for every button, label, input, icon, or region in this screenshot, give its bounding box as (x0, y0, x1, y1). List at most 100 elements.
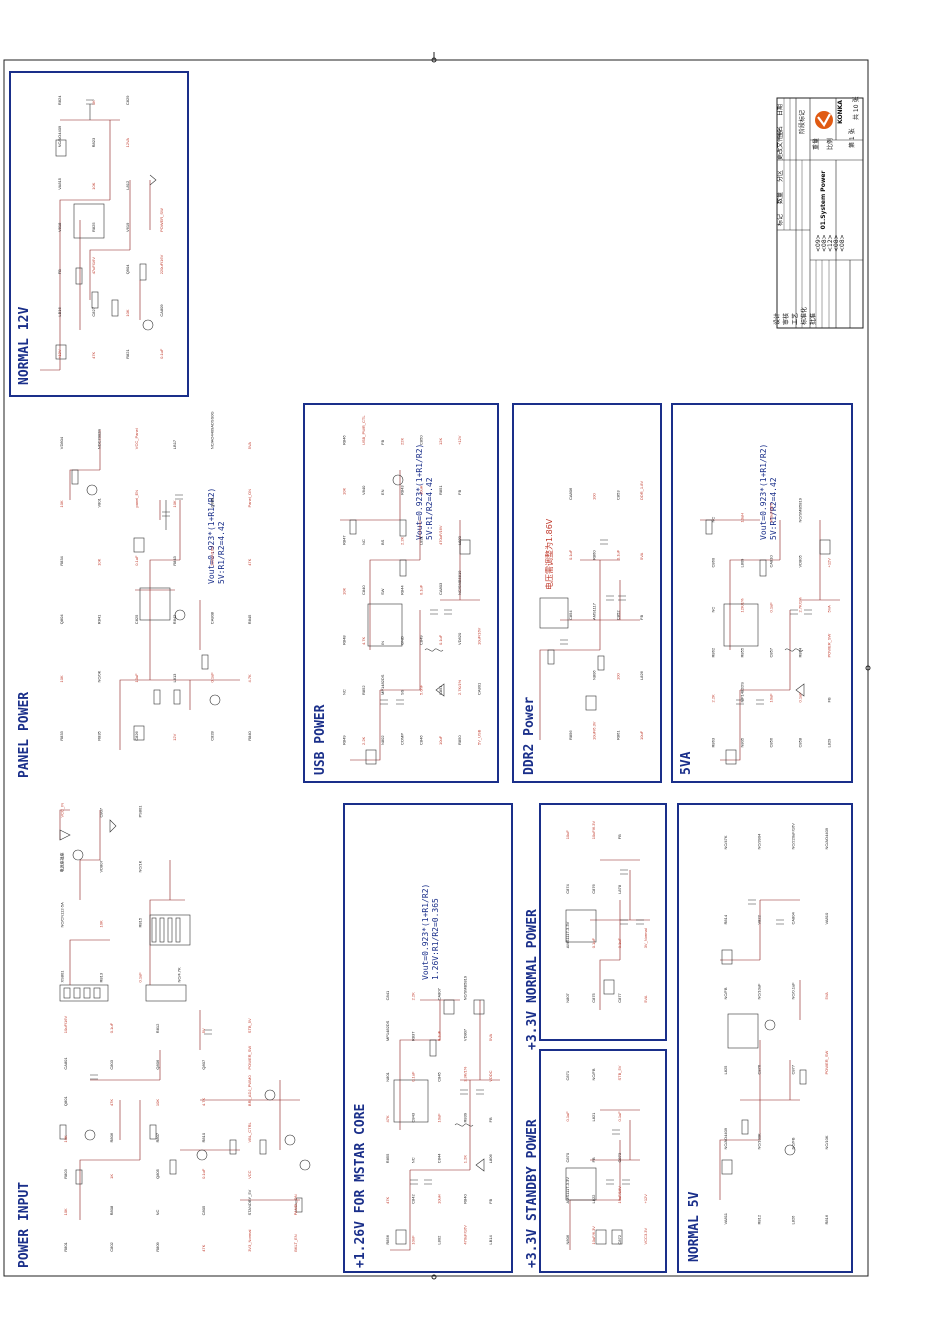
label-core: 0.1uF (411, 1071, 416, 1082)
label-core: C841 (385, 990, 390, 1000)
label-va5: 2.2K (711, 694, 716, 703)
label-normal12v: R821 (125, 349, 130, 359)
label-power_input: Q806 (155, 1059, 160, 1070)
label-stby3v3: C872 (617, 1234, 622, 1244)
formula-panel-2: 5V:R1/R2=4.42 (217, 521, 226, 584)
label-panel: 10K (97, 558, 102, 565)
label-power_input: VBL_CTRL (247, 1121, 252, 1142)
label-power_input: R809 (155, 1241, 160, 1251)
label-panel: C826 (134, 730, 139, 740)
label-norm5v: CA804 (790, 911, 795, 924)
label-power_input: CA801 (63, 1057, 68, 1070)
label-usb: CA803 (438, 582, 443, 595)
label-core: VD807 (462, 1028, 467, 1041)
label-normal12v: R823 (91, 137, 96, 147)
label-usb: R852 (361, 685, 366, 695)
label-panel: L813 (172, 673, 177, 683)
label-power_input: 10uF/16V (63, 1016, 68, 1034)
label-normal12v: R824 (57, 95, 62, 105)
label-usb: 2.7K/1% (457, 679, 462, 695)
label-core: C843 (411, 1112, 416, 1122)
label-panel: 0.1uF (210, 672, 215, 683)
label-panel: C825 (134, 614, 139, 624)
label-usb: R849 (342, 735, 347, 745)
label-core: R856 (385, 1234, 390, 1244)
label-norm5v: C877 (790, 1064, 795, 1074)
label-connector: PS801 (138, 805, 143, 818)
stage-label: 阶段标记 (798, 110, 806, 134)
label-va5: L809 (740, 558, 745, 568)
label-usb: 0.1uF (419, 584, 424, 595)
label-norm3v3: 3V_Normal (643, 928, 648, 948)
circuit-normal-12v (40, 99, 157, 371)
label-usb: C846 (419, 735, 424, 745)
label-va5: NC (711, 607, 716, 613)
circuit-panel-power (69, 430, 240, 750)
formula-usb-1: Vout=0.923*(1+R1/R2) (415, 444, 424, 540)
label-power_input: 10K (63, 1208, 68, 1215)
label-core: C845 (437, 1071, 442, 1081)
label-power_input: 3V3_Normal (247, 1229, 252, 1251)
label-power_input: R803 (63, 1169, 68, 1179)
tb-row-label: 批准 (809, 313, 817, 325)
circuit-5va (700, 519, 840, 765)
tb-extra: <08> (839, 234, 846, 252)
label-va5: NC/SMB5819 (798, 497, 803, 522)
tb-extra: <08> (821, 234, 828, 252)
label-power_input: POWER_SW (247, 1046, 252, 1070)
label-ddr2: 5VA (639, 552, 644, 560)
label-power_input: C802 (109, 1241, 114, 1251)
label-usb: 12K (438, 438, 443, 445)
label-ddr2: 100 (592, 493, 597, 500)
label-norm5v: NC/0.1uF (790, 982, 795, 1000)
label-va5: NC (711, 517, 716, 523)
label-power_input: 0.1uF (201, 1168, 206, 1179)
label-panel: R845 (247, 614, 252, 624)
label-ddr2: 100 (615, 673, 620, 680)
label-va5: L829 (827, 738, 832, 748)
label-power_input: C803 (109, 1059, 114, 1069)
label-ddr2: 0.1uF (568, 549, 573, 560)
section-normal-5v: NORMAL 5V (677, 803, 853, 1273)
title-normal-5v: NORMAL 5V (687, 1191, 702, 1262)
label-norm3v3: C875 (591, 992, 596, 1002)
label-core: 47K (385, 1115, 390, 1122)
label-panel: NC/0K (97, 670, 102, 682)
label-norm3v3: C874 (565, 883, 570, 893)
label-stby3v3: C870 (565, 1152, 570, 1162)
label-va5: CA810 (769, 554, 774, 567)
label-normal12v: C827 (91, 306, 96, 316)
label-va5: C857 (769, 647, 774, 657)
label-panel: C828 (210, 730, 215, 740)
label-usb: NC/SMB5819 (457, 570, 462, 595)
label-usb: 10K (342, 588, 347, 595)
label-usb: N802 (380, 735, 385, 745)
label-power_input: 10K (63, 1135, 68, 1142)
label-usb: V840 (361, 485, 366, 495)
label-core: 10nF (411, 1235, 416, 1245)
label-connector: NC/4.7K (177, 967, 182, 982)
label-norm5v: NC/FB (723, 987, 728, 999)
label-normal12v: NC/AO4409 (57, 125, 62, 147)
label-norm5v: R816 (824, 1214, 829, 1224)
label-core: C842 (411, 1194, 416, 1204)
label-connector: C807 (99, 807, 104, 817)
label-core: 2.2K (411, 992, 416, 1001)
label-va5: 5VA (827, 605, 832, 613)
label-ddr2: C854 (568, 610, 573, 620)
label-norm5v: NC/3904 (757, 833, 762, 850)
label-usb: 2.2K (361, 736, 366, 745)
label-stby3v3: VCC3.3V (643, 1227, 648, 1244)
circuit-usb (340, 470, 480, 765)
label-core: NC (411, 1157, 416, 1163)
label-normal12v: V619 (125, 222, 130, 232)
label-panel: R834 (59, 555, 64, 565)
title-standby-3v3: +3.3V STANDBY POWER (525, 1119, 540, 1268)
label-stby3v3: +12V (643, 1194, 648, 1204)
label-usb: COMP (399, 733, 404, 745)
label-usb: C850 (419, 435, 424, 445)
title-power-input: POWER INPUT (17, 1182, 32, 1268)
label-norm5v: C876 (757, 1064, 762, 1074)
label-norm3v3: 0.1uF (617, 938, 622, 949)
